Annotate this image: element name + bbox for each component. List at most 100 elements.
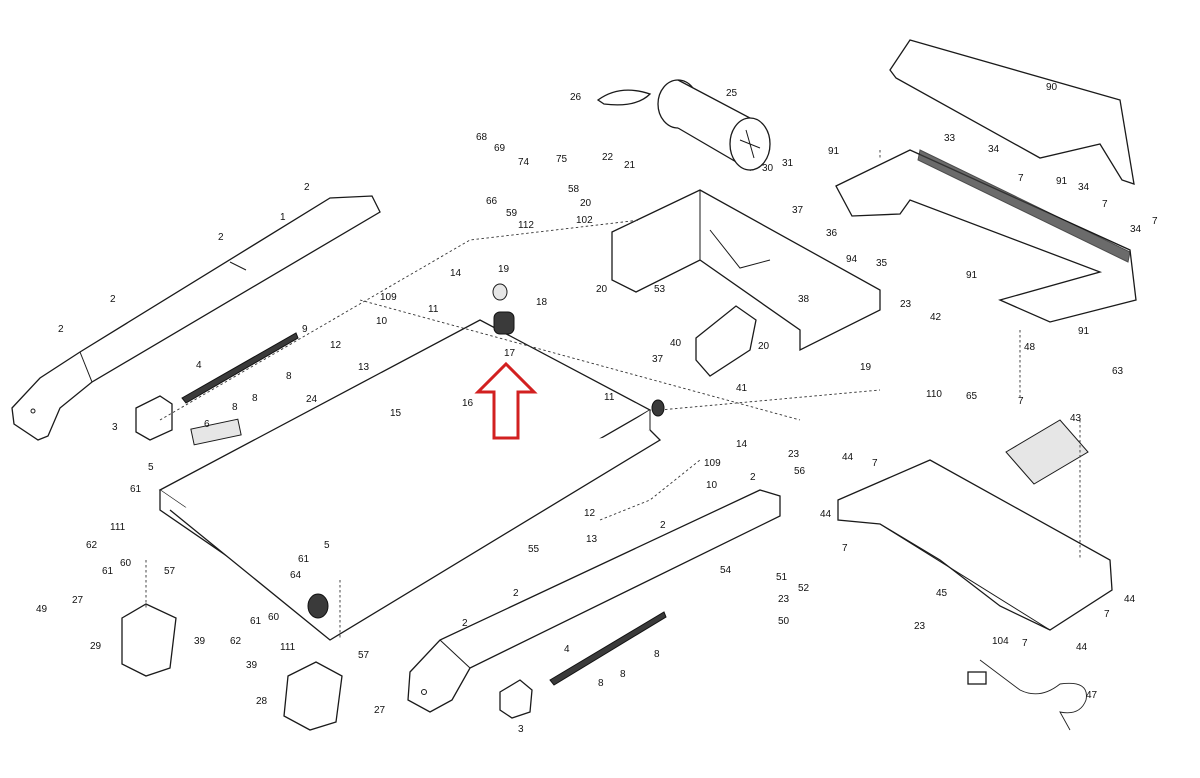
left-side-rail xyxy=(11,195,381,441)
callout-15: 15 xyxy=(390,408,402,419)
callout-7: 7 xyxy=(1104,609,1110,620)
callout-2: 2 xyxy=(304,182,310,193)
callout-35: 35 xyxy=(876,258,888,269)
callout-34: 34 xyxy=(1078,182,1090,193)
callout-5: 5 xyxy=(148,462,154,473)
callout-45: 45 xyxy=(936,588,948,599)
callout-41: 41 xyxy=(736,383,748,394)
callout-28: 28 xyxy=(256,696,268,707)
callout-109: 109 xyxy=(704,458,721,469)
callout-23: 23 xyxy=(778,594,790,605)
callout-25: 25 xyxy=(726,88,738,99)
callout-68: 68 xyxy=(476,132,488,143)
callout-7: 7 xyxy=(1022,638,1028,649)
front-roller xyxy=(492,283,515,335)
callout-57: 57 xyxy=(164,566,176,577)
callout-42: 42 xyxy=(930,312,942,323)
callout-24: 24 xyxy=(306,394,318,405)
callout-8: 8 xyxy=(598,678,604,689)
callout-43: 43 xyxy=(1070,413,1082,424)
callout-39: 39 xyxy=(194,636,206,647)
callout-7: 7 xyxy=(872,458,878,469)
callout-111: 111 xyxy=(280,642,296,653)
callout-6: 6 xyxy=(204,419,210,430)
callout-21: 21 xyxy=(624,160,636,171)
callout-19: 19 xyxy=(498,264,510,275)
callout-11: 11 xyxy=(428,304,439,315)
callout-91: 91 xyxy=(1078,326,1090,337)
callout-55: 55 xyxy=(528,544,540,555)
callout-58: 58 xyxy=(568,184,580,195)
callout-20: 20 xyxy=(580,198,592,209)
callout-16: 16 xyxy=(462,398,474,409)
callout-9: 9 xyxy=(302,324,308,335)
callout-29: 29 xyxy=(90,641,102,652)
callout-39: 39 xyxy=(246,660,258,671)
callout-62: 62 xyxy=(230,636,242,647)
callout-112: 112 xyxy=(518,220,534,231)
callout-8: 8 xyxy=(232,402,238,413)
callout-13: 13 xyxy=(586,534,598,545)
callout-37: 37 xyxy=(652,354,664,365)
callout-64: 64 xyxy=(290,570,302,581)
callout-labels: 2 2 2 2 2 2 2 2 1 3 3 4 4 5 5 6 7 7 7 7 … xyxy=(36,82,1158,735)
callout-91: 91 xyxy=(1056,176,1068,187)
callout-38: 38 xyxy=(798,294,810,305)
callout-14: 14 xyxy=(450,268,462,279)
callout-61: 61 xyxy=(250,616,262,627)
callout-27: 27 xyxy=(374,705,386,716)
callout-66: 66 xyxy=(486,196,498,207)
callout-34: 34 xyxy=(988,144,1000,155)
callout-2: 2 xyxy=(750,472,756,483)
callout-8: 8 xyxy=(620,669,626,680)
callout-4: 4 xyxy=(196,360,202,371)
callout-8: 8 xyxy=(654,649,660,660)
motor-controller xyxy=(695,305,757,377)
callout-8: 8 xyxy=(252,393,258,404)
upright-frame xyxy=(611,189,881,352)
callout-7: 7 xyxy=(1152,216,1158,227)
callout-61: 61 xyxy=(102,566,114,577)
callout-2: 2 xyxy=(462,618,468,629)
callout-62: 62 xyxy=(86,540,98,551)
end-caps xyxy=(121,395,533,731)
callout-23: 23 xyxy=(914,621,926,632)
callout-69: 69 xyxy=(494,143,506,154)
callout-94: 94 xyxy=(846,254,858,265)
callout-111: 111 xyxy=(110,522,126,533)
callout-14: 14 xyxy=(736,439,748,450)
callout-5: 5 xyxy=(324,540,330,551)
callout-3: 3 xyxy=(518,724,524,735)
callout-49: 49 xyxy=(36,604,48,615)
callout-75: 75 xyxy=(556,154,568,165)
callout-65: 65 xyxy=(966,391,978,402)
callout-30: 30 xyxy=(762,163,774,174)
callout-34: 34 xyxy=(1130,224,1142,235)
callout-104: 104 xyxy=(992,636,1009,647)
callout-91: 91 xyxy=(828,146,840,157)
callout-51: 51 xyxy=(776,572,788,583)
callout-57: 57 xyxy=(358,650,370,661)
callout-60: 60 xyxy=(268,612,280,623)
console-assembly xyxy=(835,39,1137,323)
callout-44: 44 xyxy=(1076,642,1088,653)
callout-19: 19 xyxy=(860,362,872,373)
callout-12: 12 xyxy=(584,508,596,519)
callout-53: 53 xyxy=(654,284,666,295)
callout-47: 47 xyxy=(1086,690,1098,701)
callout-48: 48 xyxy=(1024,342,1036,353)
callout-36: 36 xyxy=(826,228,838,239)
callout-102: 102 xyxy=(576,215,593,226)
callout-37: 37 xyxy=(792,205,804,216)
callout-7: 7 xyxy=(1102,199,1108,210)
callout-52: 52 xyxy=(798,583,810,594)
callout-20: 20 xyxy=(758,341,770,352)
callout-20: 20 xyxy=(596,284,608,295)
callout-2: 2 xyxy=(660,520,666,531)
callout-23: 23 xyxy=(788,449,800,460)
callout-2: 2 xyxy=(513,588,519,599)
callout-10: 10 xyxy=(376,316,388,327)
callout-13: 13 xyxy=(358,362,370,373)
callout-44: 44 xyxy=(1124,594,1136,605)
